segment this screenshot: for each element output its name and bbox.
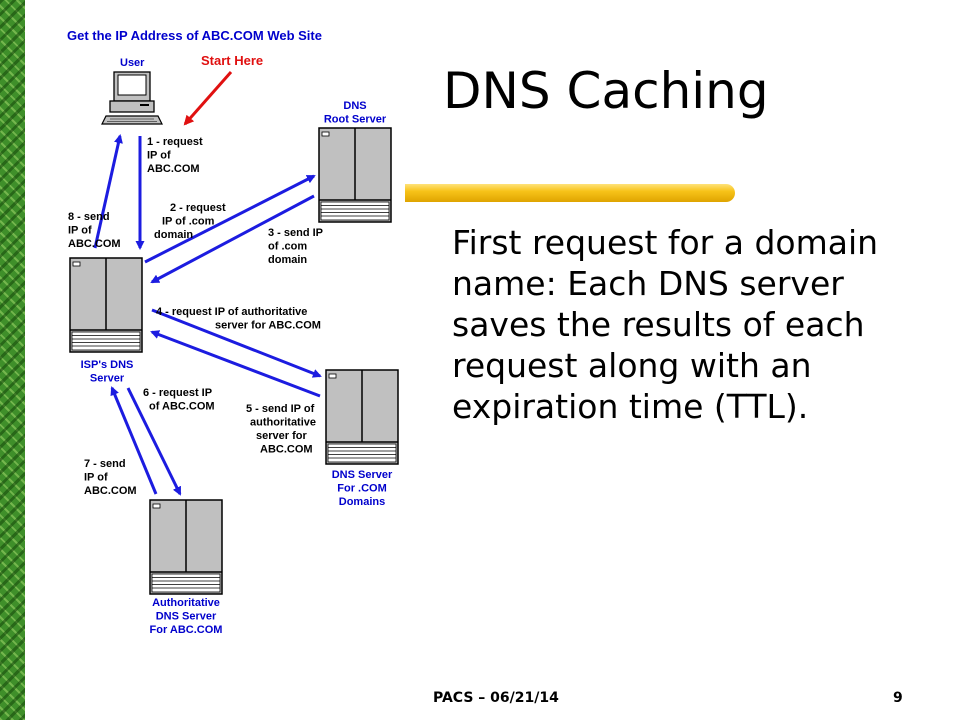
label-line: 1 - request xyxy=(147,136,203,148)
dns-resolution-diagram: Get the IP Address of ABC.COM Web Site S… xyxy=(67,28,399,636)
label-line: ABC.COM xyxy=(68,238,121,250)
user-computer-icon xyxy=(101,71,163,125)
isp-dns-server-icon xyxy=(69,257,143,353)
label-line: User xyxy=(120,57,145,69)
start-arrow xyxy=(183,71,233,126)
root-server-icon xyxy=(318,127,392,223)
label-line: Domains xyxy=(339,496,385,508)
arrow-step-2 xyxy=(144,174,316,264)
slide-body-text: First request for a domain name: Each DN… xyxy=(452,223,879,426)
label-line: ISP's DNS xyxy=(81,359,134,371)
label-line: DNS Server xyxy=(332,469,393,481)
label-line: 7 - send xyxy=(84,458,126,470)
label-line: ABC.COM xyxy=(84,485,137,497)
label-line: of .com xyxy=(268,240,307,252)
label-line: DNS xyxy=(343,100,366,112)
label-line: Server xyxy=(90,372,125,384)
label-line: Root Server xyxy=(324,113,387,125)
label-line: Authoritative xyxy=(152,597,220,609)
diagram-heading: Get the IP Address of ABC.COM Web Site xyxy=(67,28,322,43)
label-line: 5 - send IP of xyxy=(246,403,315,415)
slide-footer: PACS – 06/21/14 xyxy=(433,690,559,706)
label-line: For ABC.COM xyxy=(150,624,223,636)
label-line: 3 - send IP xyxy=(268,227,323,239)
label-line: ABC.COM xyxy=(260,443,313,455)
start-here-label: Start Here xyxy=(201,53,263,68)
label-line: IP of xyxy=(147,149,171,161)
arrow-step-6 xyxy=(126,387,182,496)
label-line: domain xyxy=(268,254,307,266)
label-line: domain xyxy=(154,229,193,241)
arrow-step-4 xyxy=(151,308,322,378)
label-line: 4 - request IP of authoritative xyxy=(156,306,307,318)
user-label: User xyxy=(120,57,145,69)
page-number: 9 xyxy=(893,690,903,706)
arrow-step-7 xyxy=(110,386,158,495)
com-dns-server-icon xyxy=(325,369,399,465)
label-line: DNS Server xyxy=(156,610,217,622)
label-line: of ABC.COM xyxy=(149,400,215,412)
label-line: For .COM xyxy=(337,482,387,494)
label-line: ABC.COM xyxy=(147,163,200,175)
label-line: IP of xyxy=(68,224,92,236)
label-line: 6 - request IP xyxy=(143,387,212,399)
title-underline-bar xyxy=(405,184,735,202)
label-line: 2 - request xyxy=(170,202,226,214)
arrow-step-5 xyxy=(150,330,321,398)
label-line: IP of xyxy=(84,471,108,483)
arrow-step-8 xyxy=(93,134,123,249)
label-line: 8 - send xyxy=(68,211,110,223)
label-line: IP of .com xyxy=(162,215,215,227)
slide-title: DNS Caching xyxy=(443,62,769,120)
authoritative-server-icon xyxy=(149,499,223,595)
label-line: server for xyxy=(256,430,307,442)
label-line: server for ABC.COM xyxy=(215,319,321,331)
decorative-left-border xyxy=(0,0,25,720)
arrow-step-3 xyxy=(150,194,315,284)
label-line: authoritative xyxy=(250,416,316,428)
